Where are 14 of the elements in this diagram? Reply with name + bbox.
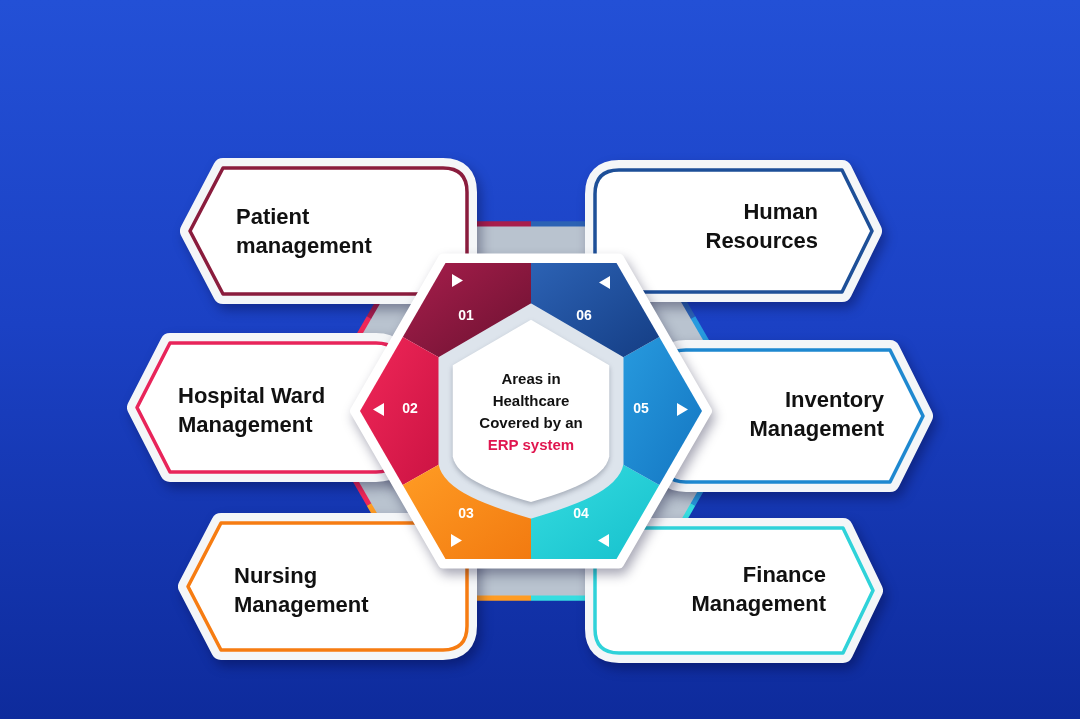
- shield-highlight: ERP system: [487, 435, 575, 455]
- step-number: 05: [633, 399, 649, 417]
- shield-heading: Areas in Healthcare Covered by an: [478, 369, 584, 433]
- area-label: Finance Management: [691, 561, 826, 618]
- step-number: 02: [402, 399, 418, 417]
- step-number: 06: [576, 306, 592, 324]
- area-label: Human Resources: [705, 198, 818, 255]
- area-label: Hospital Ward Management: [178, 382, 327, 439]
- area-label: Inventory Management: [749, 386, 884, 443]
- step-number: 01: [458, 306, 474, 324]
- area-label: Patient management: [236, 203, 372, 260]
- step-number: 04: [573, 504, 589, 522]
- area-label: Nursing Management: [234, 562, 369, 619]
- step-number: 03: [458, 504, 474, 522]
